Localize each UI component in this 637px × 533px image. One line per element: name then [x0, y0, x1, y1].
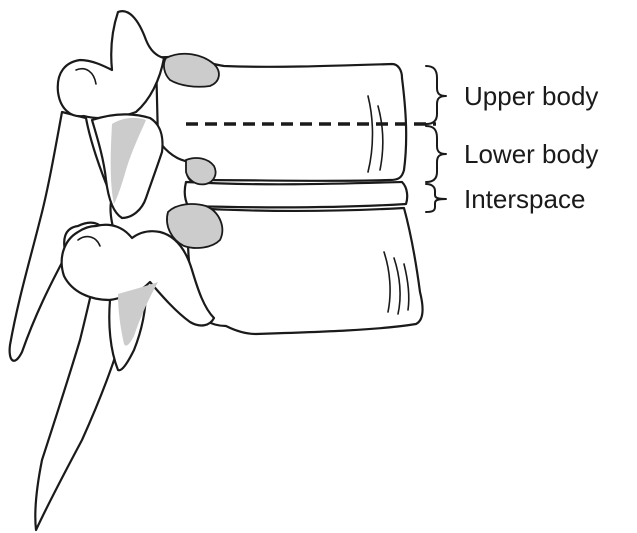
- mid-small-facet: [186, 158, 216, 184]
- upper-body-label: Upper body: [464, 81, 598, 111]
- upper-arch: [58, 11, 164, 118]
- interspace-label: Interspace: [464, 184, 585, 214]
- lower-body-label: Lower body: [464, 139, 598, 169]
- upper-body-brace: [426, 66, 446, 124]
- interspace-brace: [426, 184, 446, 212]
- lower-body-brace: [426, 126, 446, 182]
- intervertebral-disc: [185, 182, 408, 207]
- upper-articular-facet: [164, 54, 219, 87]
